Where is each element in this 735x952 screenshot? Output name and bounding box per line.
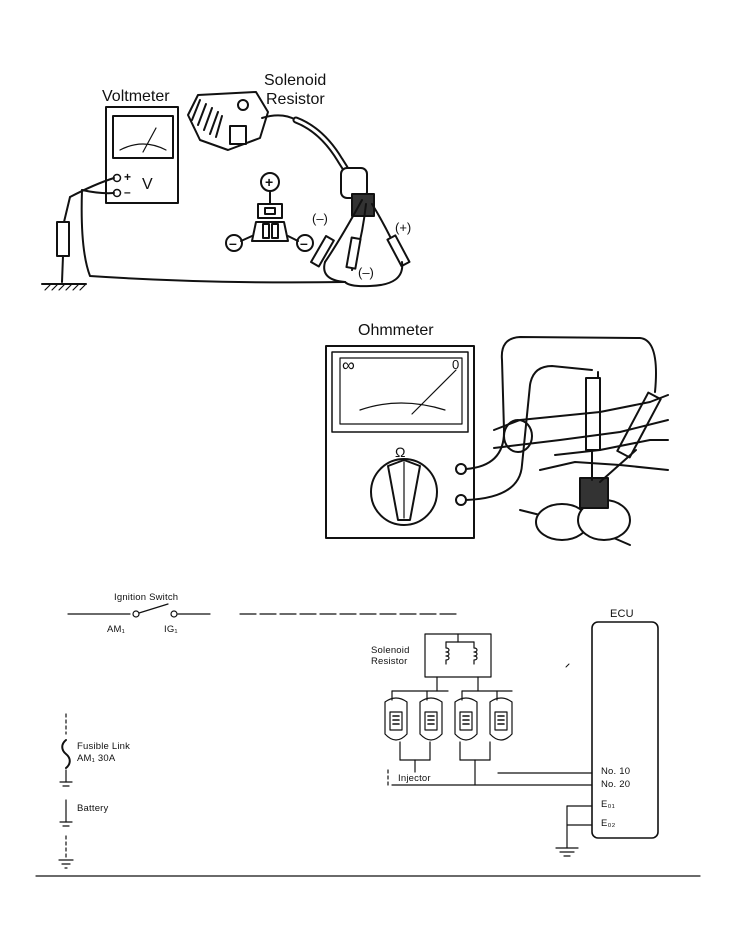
- ohmmeter-figure: [325, 336, 669, 546]
- voltmeter-figure: [41, 91, 411, 291]
- injector-harness: [387, 690, 593, 786]
- resistor-label: Resistor: [266, 91, 325, 108]
- connector-pin-view: [225, 172, 314, 252]
- ecu-terminal-no20: No. 20: [601, 779, 631, 790]
- fusible-link-rating: AM₁ 30A: [77, 753, 116, 764]
- probe-neg-b-label: (–): [358, 265, 374, 280]
- ohmmeter-leads-and-part: [465, 336, 669, 546]
- ignition-switch-label: Ignition Switch: [114, 592, 179, 603]
- battery-label: Battery: [77, 803, 109, 814]
- connector-pos-symbol: +: [265, 174, 274, 190]
- connector-neg-left-symbol: –: [229, 235, 237, 251]
- am1-label: AM₁: [107, 624, 126, 635]
- injector-4: [489, 697, 513, 741]
- solenoid-resistor-box: [424, 633, 492, 692]
- scale-zero: 0: [452, 357, 460, 372]
- wiring-diagram: [58, 603, 659, 869]
- selector-symbol: Ω: [395, 444, 406, 460]
- injector-1: [384, 697, 408, 741]
- injector-2: [419, 697, 443, 741]
- ig1-label: IG₁: [164, 624, 178, 635]
- probe-pos-label: (+): [395, 220, 412, 235]
- meter-pos-terminal: +: [124, 170, 132, 184]
- voltmeter-label: Voltmeter: [102, 88, 170, 105]
- solenoid-resistor-line1: Solenoid: [371, 645, 410, 656]
- voltmeter-leads: [41, 177, 346, 291]
- ecu-terminal-e02: E₀₂: [601, 818, 616, 829]
- ecu-label: ECU: [610, 608, 634, 620]
- injector-3: [454, 697, 478, 741]
- solenoid-resistor-part: [187, 91, 375, 217]
- solenoid-resistor-line2: Resistor: [371, 656, 408, 667]
- ecu-box: [555, 621, 659, 857]
- meter-neg-terminal: –: [124, 185, 131, 199]
- voltmeter-probes: [310, 199, 411, 288]
- ohmmeter-label: Ohmmeter: [358, 322, 434, 339]
- ohmmeter-device: [325, 345, 475, 539]
- ecu-terminal-e01: E₀₁: [601, 799, 616, 810]
- fusible-link-label: Fusible Link: [77, 741, 131, 752]
- solenoid-label: Solenoid: [264, 72, 327, 89]
- voltmeter-symbol: V: [142, 176, 153, 193]
- connector-neg-right-symbol: –: [300, 235, 308, 251]
- probe-neg-a-label: (–): [312, 211, 328, 226]
- power-feed: [58, 713, 74, 869]
- scale-infinity: ∞: [342, 355, 355, 375]
- ignition-switch-line: [67, 603, 461, 618]
- voltmeter-device: [105, 106, 179, 204]
- injector-label: Injector: [398, 773, 431, 784]
- ecu-terminal-no10: No. 10: [601, 766, 631, 777]
